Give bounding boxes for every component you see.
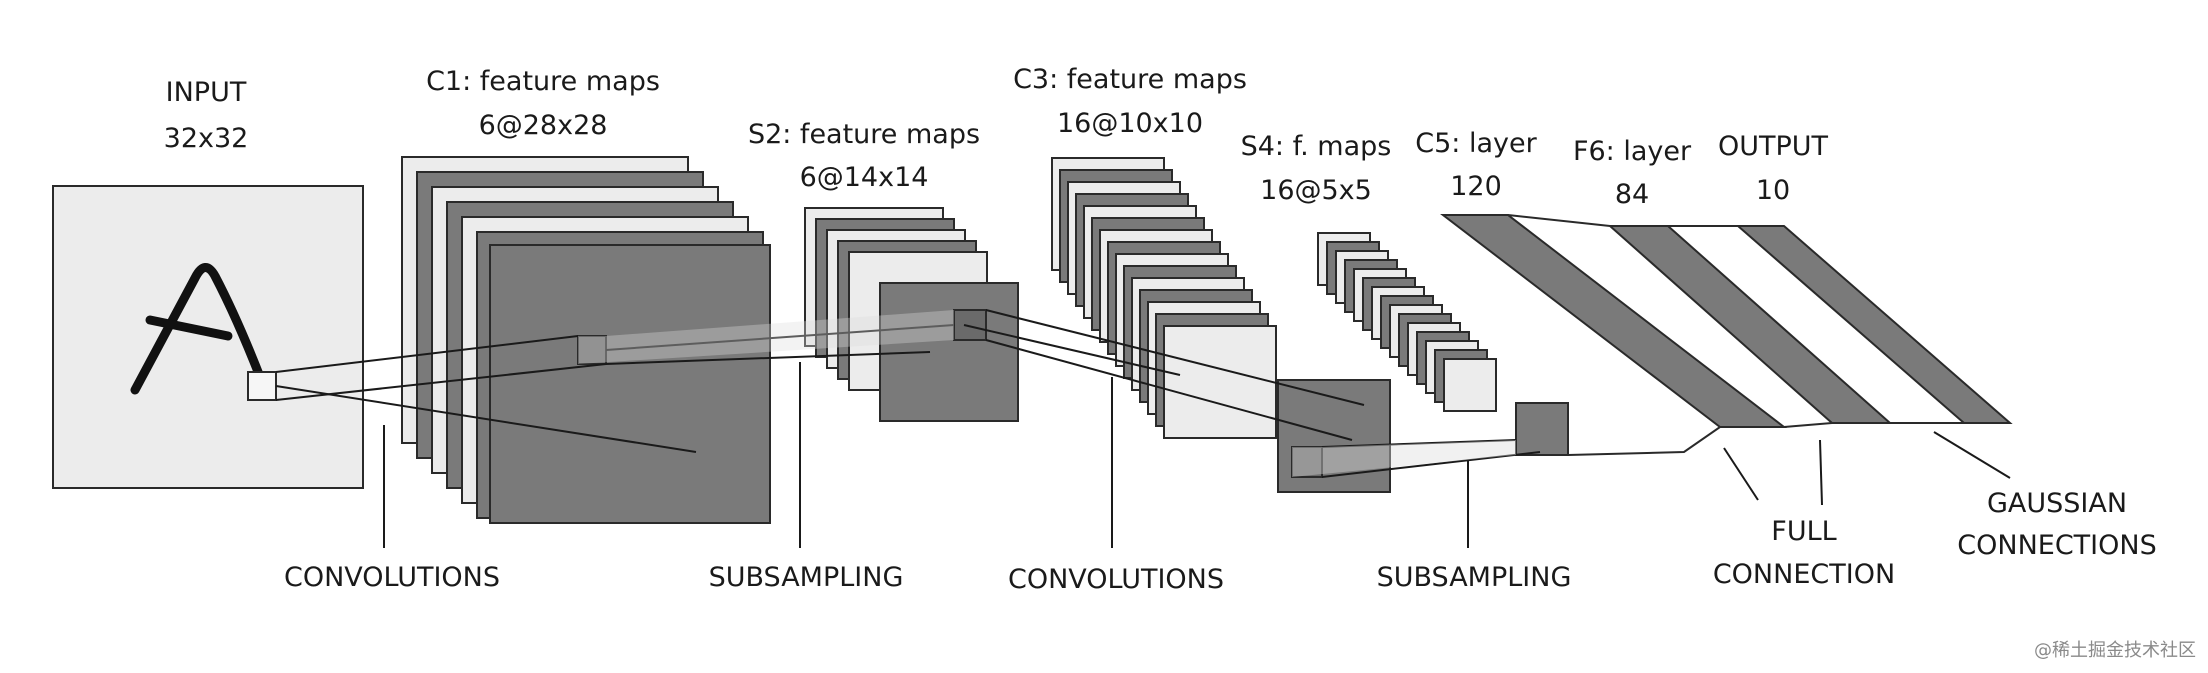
fc-top-edge xyxy=(1443,214,1784,227)
s4-map xyxy=(1515,402,1569,456)
c5-label-name: C5: layer xyxy=(1415,128,1537,159)
c1-map xyxy=(489,244,771,524)
full-connection-label-line1: FULL xyxy=(1771,516,1836,547)
fully-connected-layers xyxy=(1440,214,2013,456)
c1-label-name: C1: feature maps xyxy=(426,66,660,97)
s4-label-name: S4: f. maps xyxy=(1241,131,1392,162)
watermark-text: @稀土掘金技术社区 xyxy=(2034,640,2196,661)
subsampling-label-2: SUBSAMPLING xyxy=(1377,562,1572,593)
layer-labels: INPUT 32x32 C1: feature maps 6@28x28 S2:… xyxy=(164,64,1829,210)
input-layer xyxy=(52,185,364,489)
convolutions-label-1: CONVOLUTIONS xyxy=(284,562,500,593)
input-letter-a-crossbar xyxy=(145,315,233,341)
c3-receptive-field xyxy=(1291,446,1323,478)
s4-label-size: 16@5x5 xyxy=(1260,175,1372,206)
input-image xyxy=(52,185,364,489)
output-label-name: OUTPUT xyxy=(1718,131,1829,162)
c3-map xyxy=(1163,325,1277,439)
fc-bottom-edge xyxy=(1567,422,2010,456)
full-connection-label-line2: CONNECTION xyxy=(1713,559,1895,590)
input-label-size: 32x32 xyxy=(164,123,249,154)
s2-receptive-field xyxy=(953,309,987,341)
c1-label-size: 6@28x28 xyxy=(479,110,608,141)
c3-label-name: C3: feature maps xyxy=(1013,64,1247,95)
convolutions-label-2: CONVOLUTIONS xyxy=(1008,564,1224,595)
operation-pointers xyxy=(383,362,2011,548)
gaussian-connections-label-line2: CONNECTIONS xyxy=(1957,530,2156,561)
input-label-name: INPUT xyxy=(166,77,247,108)
gaussian-connections-label-line1: GAUSSIAN xyxy=(1987,488,2127,519)
s2-layer xyxy=(804,207,1019,422)
c3-layer xyxy=(1051,157,1391,493)
c1-to-s2-projection xyxy=(578,310,954,364)
s4-layer xyxy=(1317,232,1569,456)
connection-lines xyxy=(275,309,1541,478)
s2-label-name: S2: feature maps xyxy=(748,119,980,150)
s2-label-size: 6@14x14 xyxy=(800,162,929,193)
input-receptive-field xyxy=(247,371,277,401)
c1-receptive-field xyxy=(577,335,607,365)
s2-map xyxy=(879,282,1019,422)
c5-label-size: 120 xyxy=(1450,171,1502,202)
input-letter-a xyxy=(130,263,267,395)
f6-label-name: F6: layer xyxy=(1573,136,1692,167)
operation-labels: CONVOLUTIONS SUBSAMPLING CONVOLUTIONS SU… xyxy=(284,488,2157,595)
c3-label-size: 16@10x10 xyxy=(1057,108,1203,139)
f6-label-size: 84 xyxy=(1615,179,1649,210)
c3-to-s4-projection xyxy=(1292,440,1516,477)
subsampling-label-1: SUBSAMPLING xyxy=(709,562,904,593)
output-label-size: 10 xyxy=(1756,175,1790,206)
s4-map xyxy=(1443,358,1497,412)
